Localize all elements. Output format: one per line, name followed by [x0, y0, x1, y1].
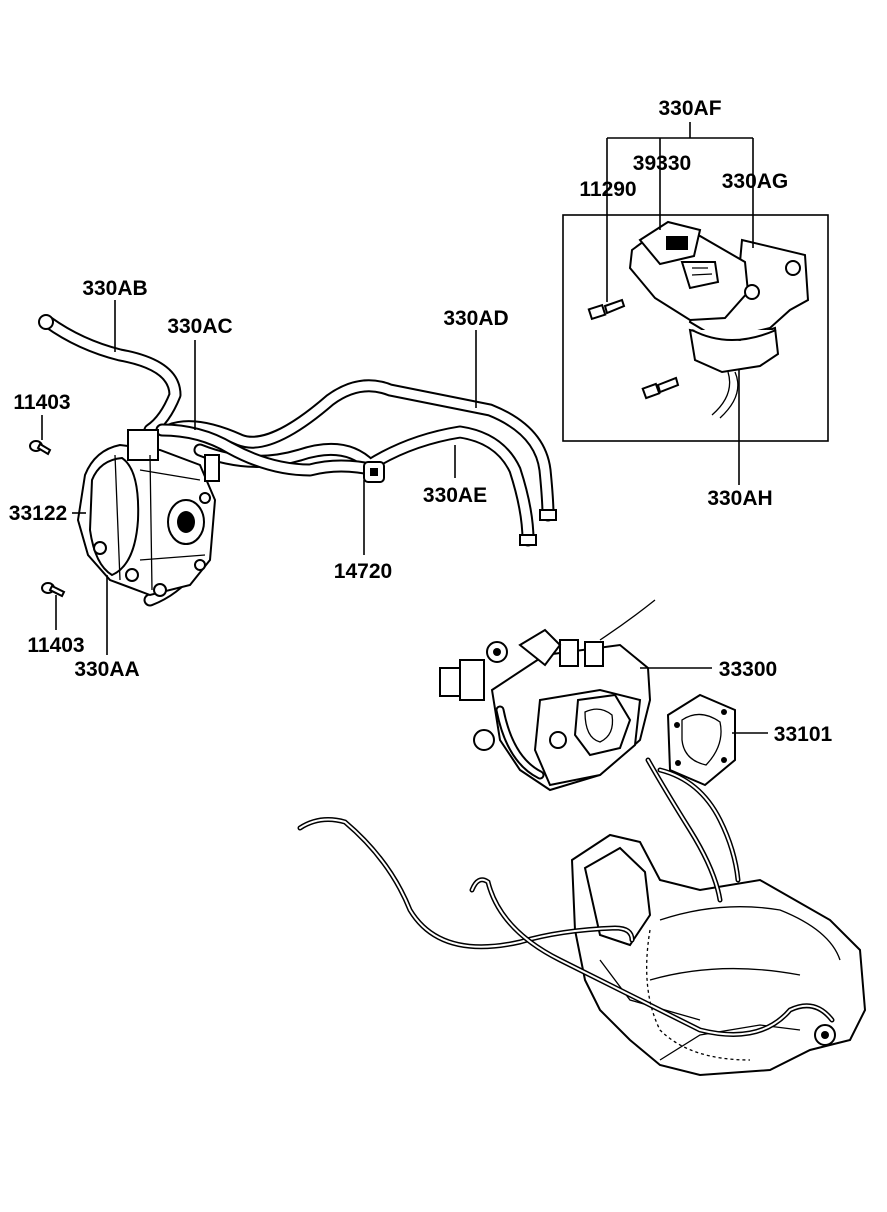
clamp-14720-icon — [363, 461, 385, 483]
label-14720: 14720 — [334, 560, 392, 583]
solenoid-valve-icon[interactable] — [628, 220, 810, 419]
intake-manifold-icon[interactable] — [570, 833, 867, 1077]
lpg-vaporizer-regulator-icon[interactable] — [76, 429, 220, 597]
label-330ae: 330AE — [423, 484, 487, 507]
label-33101: 33101 — [774, 723, 833, 746]
hose-330ad — [163, 379, 555, 522]
label-330ag: 330AG — [722, 170, 789, 193]
label-330ad: 330AD — [443, 307, 508, 330]
label-39330: 39330 — [633, 152, 691, 175]
bolt-11403-top-icon — [29, 440, 52, 456]
label-330af: 330AF — [658, 97, 721, 120]
hose-330ae — [193, 425, 535, 547]
label-33300: 33300 — [719, 658, 777, 681]
bolt-11403-bottom-icon — [41, 582, 66, 598]
mixer-actuator-icon[interactable] — [439, 599, 656, 792]
label-11290: 11290 — [579, 178, 636, 201]
label-330ac: 330AC — [167, 315, 232, 338]
bolt-lower-icon — [641, 376, 680, 400]
bolt-11290-icon — [587, 298, 626, 321]
solenoid-box — [562, 214, 829, 442]
label-33122: 33122 — [9, 502, 67, 525]
part-labels: 330AF 39330 330AG 11290 330AB 330AC 330A… — [9, 97, 833, 746]
label-330ah: 330AH — [707, 487, 772, 510]
gasket-icon[interactable] — [666, 693, 736, 787]
label-11403-bottom: 11403 — [27, 634, 84, 657]
wire-harness — [297, 757, 836, 1061]
label-330aa: 330AA — [74, 658, 139, 681]
label-11403-top: 11403 — [13, 391, 70, 414]
label-330ab: 330AB — [82, 277, 147, 300]
